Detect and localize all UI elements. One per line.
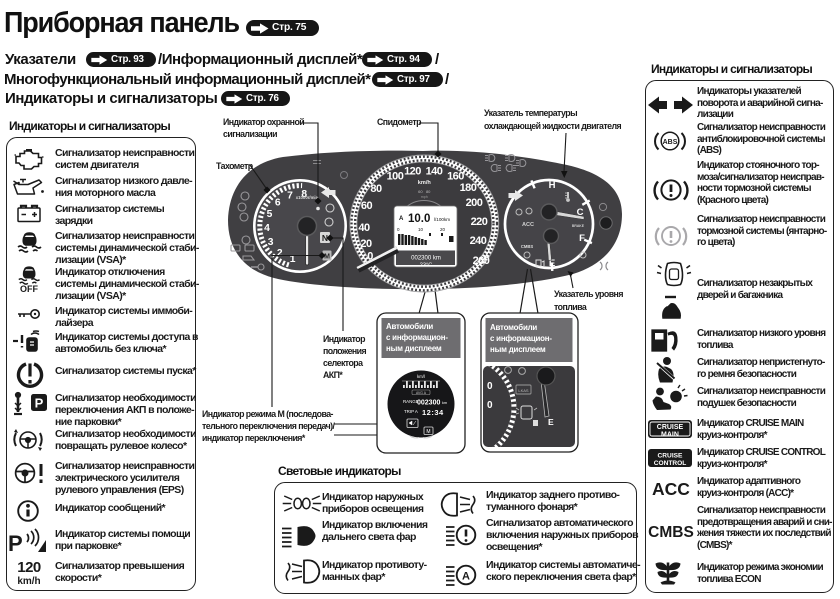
- svg-text:7: 7: [287, 190, 293, 201]
- svg-text:km/h: km/h: [418, 180, 432, 186]
- svg-text:4: 4: [264, 223, 270, 234]
- svg-text:E: E: [549, 258, 555, 269]
- svg-text:12:34: 12:34: [422, 408, 444, 417]
- svg-text:RANGE: RANGE: [403, 399, 419, 404]
- svg-text:20: 20: [440, 227, 446, 232]
- svg-text:N: N: [322, 233, 328, 243]
- svg-text:2: 2: [277, 248, 283, 259]
- svg-text:ным дисплеем: ным дисплеем: [490, 345, 546, 354]
- svg-text:002300 km: 002300 km: [411, 256, 441, 262]
- svg-text:160: 160: [447, 170, 464, 182]
- svg-text:l/100km: l/100km: [434, 217, 450, 222]
- svg-text:23°C: 23°C: [420, 263, 433, 269]
- svg-text:8: 8: [301, 189, 307, 200]
- svg-text:40: 40: [358, 222, 370, 234]
- svg-text:002300: 002300: [417, 400, 440, 407]
- svg-text:1: 1: [290, 254, 296, 265]
- svg-text:140: 140: [426, 165, 443, 177]
- svg-text:km: km: [442, 401, 447, 405]
- svg-text:10.0: 10.0: [408, 213, 430, 225]
- svg-text:AVG A: AVG A: [416, 391, 427, 395]
- svg-text:100: 100: [387, 170, 404, 182]
- svg-text:10: 10: [418, 227, 424, 232]
- svg-text:0: 0: [487, 381, 493, 392]
- svg-text:TRIP A: TRIP A: [404, 409, 418, 414]
- svg-text:3: 3: [268, 237, 274, 248]
- svg-text:0: 0: [487, 400, 493, 411]
- svg-text:20: 20: [360, 238, 372, 250]
- svg-text:240: 240: [470, 235, 487, 247]
- svg-text:6: 6: [275, 198, 281, 209]
- svg-text:km/l: km/l: [417, 374, 425, 379]
- svg-text:H: H: [549, 180, 556, 191]
- svg-text:180: 180: [460, 182, 477, 194]
- svg-text:M: M: [426, 429, 430, 435]
- svg-text:ACC: ACC: [522, 222, 534, 228]
- svg-text:mph: mph: [421, 195, 428, 199]
- svg-text:E: E: [548, 417, 554, 427]
- svg-text:Автомобили: Автомобили: [386, 322, 433, 331]
- svg-text:с информацион-: с информацион-: [386, 333, 448, 342]
- svg-text:ным дисплеем: ным дисплеем: [386, 344, 442, 353]
- svg-text:F: F: [579, 233, 585, 244]
- svg-text:CMBS: CMBS: [521, 244, 534, 249]
- svg-text:0: 0: [367, 250, 373, 262]
- svg-text:BRAKE: BRAKE: [572, 224, 585, 228]
- svg-text:M: M: [324, 254, 330, 261]
- svg-text:Автомобили: Автомобили: [490, 323, 537, 332]
- svg-text:LKAS: LKAS: [518, 388, 529, 393]
- svg-text:60 80: 60 80: [418, 189, 431, 194]
- svg-text:260: 260: [473, 255, 490, 267]
- svg-text:60: 60: [361, 200, 373, 212]
- svg-text:A: A: [399, 216, 404, 222]
- svg-text:120: 120: [404, 165, 421, 177]
- svg-text:C: C: [577, 207, 584, 218]
- svg-text:x1000r/min: x1000r/min: [296, 195, 319, 200]
- svg-text:80: 80: [370, 183, 382, 195]
- svg-text:220: 220: [471, 216, 488, 228]
- svg-text:0: 0: [397, 227, 400, 232]
- svg-text:200: 200: [466, 197, 483, 209]
- svg-text:с информацион-: с информацион-: [490, 334, 552, 343]
- svg-text:5: 5: [267, 209, 273, 220]
